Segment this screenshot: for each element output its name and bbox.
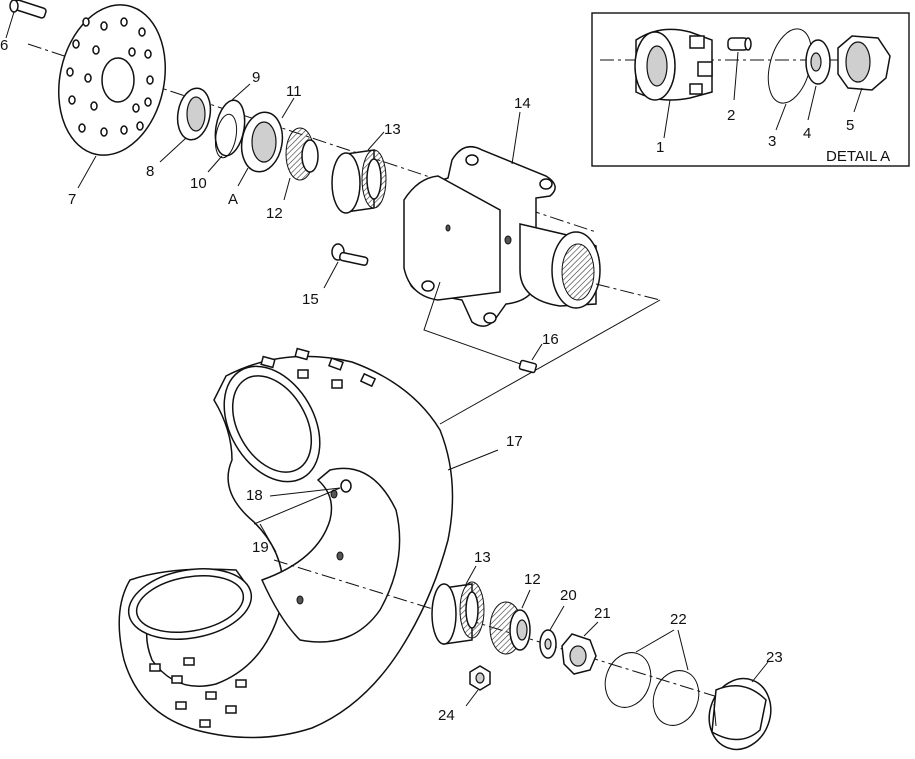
callout-12-bottom: 12 (524, 571, 541, 588)
detail-callout-3: 3 (768, 133, 776, 150)
callout-24: 24 (438, 707, 455, 724)
part-23-hub-cap (708, 677, 772, 751)
callout-21: 21 (594, 605, 611, 622)
part-15-bolt (331, 243, 369, 266)
detail-part-4-washer (805, 39, 831, 85)
part-19-wheel-rim (260, 467, 401, 643)
callout-14: 14 (514, 95, 531, 112)
callout-15: 15 (302, 291, 319, 308)
callout-11: 11 (286, 83, 302, 100)
tire-tread-blocks (149, 347, 377, 728)
part-24-lug-nut (469, 665, 491, 691)
part-21-castle-nut (561, 633, 597, 675)
detail-callout-2: 2 (727, 107, 735, 124)
part-13-bearing-race-top (331, 149, 387, 214)
callout-19: 19 (252, 539, 269, 556)
callout-9: 9 (252, 69, 260, 86)
callout-7: 7 (68, 191, 76, 208)
callout-22: 22 (670, 611, 687, 628)
detail-callout-1: 1 (656, 139, 664, 156)
part-20-washer (539, 629, 557, 659)
part-10-ring (214, 113, 238, 159)
part-18-valve (340, 479, 352, 493)
callout-12-top: 12 (266, 205, 283, 222)
part-6-bolt (9, 0, 47, 19)
detail-callout-5: 5 (846, 117, 854, 134)
part-11-bearing-assembly (240, 111, 319, 181)
detail-callout-4: 4 (803, 125, 811, 142)
callout-A: A (228, 191, 238, 208)
detail-part-1-collar (634, 28, 713, 101)
callout-10: 10 (190, 175, 207, 192)
callout-18: 18 (246, 487, 263, 504)
part-22-ring-a (604, 652, 652, 708)
callout-16: 16 (542, 331, 559, 348)
part-13-bearing-race-bottom (431, 581, 485, 645)
callout-23: 23 (766, 649, 783, 666)
callout-13-bottom: 13 (474, 549, 491, 566)
callout-6: 6 (0, 37, 8, 54)
detail-part-2-pin (727, 37, 752, 51)
part-16-stud (518, 359, 538, 374)
part-17-tire (118, 355, 454, 739)
part-22-ring-b (652, 670, 700, 726)
callout-17: 17 (506, 433, 523, 450)
detail-a-box: 1 2 3 4 5 DETAIL A (591, 12, 910, 167)
callout-8: 8 (146, 163, 154, 180)
part-8-seal (176, 87, 212, 141)
callout-13-top: 13 (384, 121, 401, 138)
detail-part-5-castle-nut (837, 35, 891, 91)
detail-a-title: DETAIL A (826, 148, 890, 165)
callout-20: 20 (560, 587, 577, 604)
part-12-bearing-bottom (489, 601, 531, 655)
part-14-hub (403, 145, 601, 327)
part-7-brake-disc (57, 4, 167, 156)
